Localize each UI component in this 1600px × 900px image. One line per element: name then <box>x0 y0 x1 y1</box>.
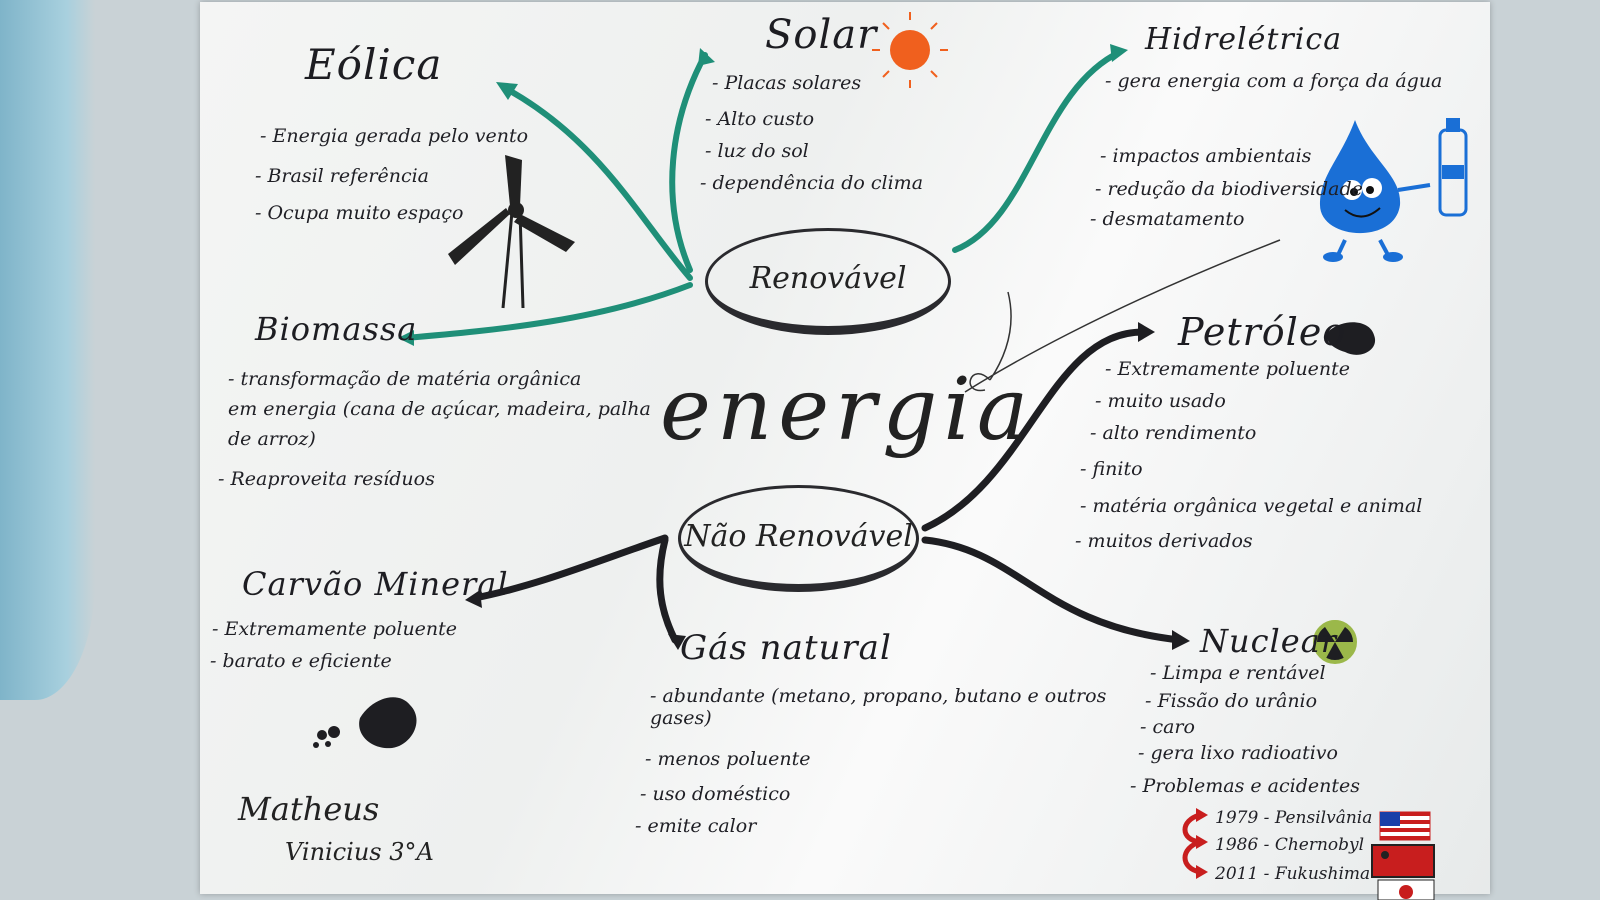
hidreletrica-title: Hidrelétrica <box>1145 22 1343 57</box>
gas-item: - abundante (metano, propano, butano e o… <box>650 685 1107 729</box>
biomassa-title: Biomassa <box>255 310 418 348</box>
petroleo-item: - finito <box>1080 458 1143 480</box>
arrowhead-carvao <box>465 590 482 608</box>
carvao-title: Carvão Mineral <box>242 565 509 603</box>
solar-item: - Placas solares <box>712 72 862 94</box>
japan-flag-icon <box>1377 879 1435 900</box>
blue-cloth <box>0 0 95 700</box>
gas-item: - menos poluente <box>645 748 811 770</box>
renewable-node: Renovável <box>705 228 951 335</box>
nuclear-item: - caro <box>1140 716 1195 738</box>
eolica-title: Eólica <box>305 40 443 89</box>
author-name: Matheus <box>238 790 380 828</box>
arrowhead-gas <box>668 634 686 650</box>
eolica-item: - Brasil referência <box>255 165 429 187</box>
coal-icon <box>313 697 417 749</box>
nuclear-item: - gera lixo radioativo <box>1138 742 1338 764</box>
arrowhead-nuclear <box>1172 630 1190 650</box>
nuclear-accident: 1986 - Chernobyl <box>1215 835 1365 855</box>
carvao-item: - barato e eficiente <box>210 650 392 672</box>
nuclear-accident: 2011 - Fukushima <box>1215 864 1371 884</box>
hidreletrica-item: - impactos ambientais <box>1100 145 1312 167</box>
pencil-scribble <box>964 239 1281 393</box>
solar-title: Solar <box>765 12 878 58</box>
branch-gas <box>656 536 679 644</box>
branch-petroleo <box>921 328 1149 532</box>
branch-carvao <box>471 534 669 602</box>
branch-biomassa <box>402 282 693 341</box>
nuclear-symbol-icon <box>1313 620 1357 664</box>
petroleo-item: - Extremamente poluente <box>1105 358 1351 380</box>
petroleo-item: - alto rendimento <box>1090 422 1257 444</box>
water-drop-mascot-icon <box>1320 118 1468 262</box>
arrowhead-solar <box>698 48 715 66</box>
eolica-item: - Energia gerada pelo vento <box>260 125 529 147</box>
arrowhead-eolica <box>496 82 518 100</box>
author-class: Vinicius 3°A <box>285 838 434 866</box>
hidreletrica-item: - redução da biodiversidade <box>1095 178 1363 200</box>
nuclear-accident: 1979 - Pensilvânia <box>1215 808 1373 828</box>
solar-item: - luz do sol <box>705 140 809 162</box>
petroleo-item: - muitos derivados <box>1075 530 1253 552</box>
nuclear-item: - Fissão do urânio <box>1145 690 1318 712</box>
arrowhead-petroleo <box>1138 322 1155 342</box>
hidreletrica-item: - gera energia com a força da água <box>1105 70 1443 92</box>
petroleo-item: - matéria orgânica vegetal e animal <box>1080 495 1423 517</box>
biomassa-item: de arroz) <box>228 428 316 450</box>
eolica-item: - Ocupa muito espaço <box>255 202 464 224</box>
carvao-item: - Extremamente poluente <box>212 618 458 640</box>
arrowhead-hidreletrica <box>1110 44 1128 62</box>
usa-flag-icon <box>1379 811 1431 841</box>
soviet-flag-icon <box>1371 844 1435 878</box>
solar-item: - Alto custo <box>705 108 815 130</box>
branch-solar <box>669 52 708 273</box>
branch-hidreletrica <box>952 49 1123 253</box>
mindmap-paper <box>200 2 1490 894</box>
nuclear-item: - Problemas e acidentes <box>1130 775 1360 797</box>
petroleo-title: Petróleo <box>1178 310 1347 354</box>
branch-eolica <box>502 85 693 281</box>
oil-drop-icon <box>1327 322 1376 355</box>
branch-nuclear <box>921 536 1184 644</box>
center-title: energia <box>660 360 1035 460</box>
biomassa-item: em energia (cana de açúcar, madeira, pal… <box>228 398 651 420</box>
biomassa-item: - transformação de matéria orgânica <box>228 368 582 390</box>
gas-title: Gás natural <box>680 628 892 668</box>
gas-item: - emite calor <box>635 815 757 837</box>
sun-icon <box>872 12 948 88</box>
hidreletrica-item: - desmatamento <box>1090 208 1245 230</box>
solar-item: - dependência do clima <box>700 172 924 194</box>
petroleo-item: - muito usado <box>1095 390 1226 412</box>
nuclear-title: Nuclear <box>1200 622 1338 660</box>
wind-turbine-icon <box>448 155 575 309</box>
nonrenewable-node: Não Renovável <box>678 485 919 592</box>
biomassa-item: - Reaproveita resíduos <box>218 468 435 490</box>
nuclear-item: - Limpa e rentável <box>1150 662 1326 684</box>
gas-item: - uso doméstico <box>640 783 791 805</box>
accident-arrows-icon <box>1182 808 1208 879</box>
arrowhead-biomassa <box>398 330 414 346</box>
